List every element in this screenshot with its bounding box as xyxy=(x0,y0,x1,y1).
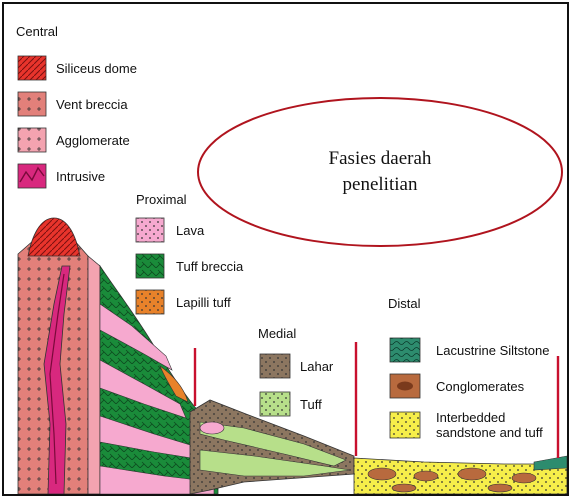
intrusive-swatch xyxy=(18,164,46,188)
legend-lapilli-tuff: Lapilli tuff xyxy=(136,290,231,314)
legend-vent-breccia: Vent breccia xyxy=(18,92,128,116)
tuff-breccia-label: Tuff breccia xyxy=(176,259,244,274)
annotation-line1: Fasies daerah xyxy=(329,148,432,169)
conglomerate-lens-4 xyxy=(512,473,536,483)
distal-siltstone-layer xyxy=(534,456,567,470)
research-area-annotation: Fasies daerah penelitian xyxy=(198,98,562,246)
conglomerate-lens-5 xyxy=(392,484,416,492)
conglomerates-label: Conglomerates xyxy=(436,379,525,394)
annotation-ellipse xyxy=(198,98,562,246)
agglomerate-wedge xyxy=(88,256,100,494)
proximal-heading: Proximal xyxy=(136,192,187,207)
legend-intrusive: Intrusive xyxy=(18,164,105,188)
legend-lacustrine-siltstone: Lacustrine Siltstone xyxy=(390,338,549,362)
legend-lahar: Lahar xyxy=(260,354,334,378)
intrusive-label: Intrusive xyxy=(56,169,105,184)
legend-tuff-breccia: Tuff breccia xyxy=(136,254,244,278)
lacustrine-siltstone-label: Lacustrine Siltstone xyxy=(436,343,549,358)
annotation-line2: penelitian xyxy=(343,174,418,195)
legend-interbedded: Interbedded sandstone and tuff xyxy=(390,410,543,440)
conglomerate-lens-6 xyxy=(488,484,512,492)
interbedded-label-line1: Interbedded xyxy=(436,410,505,425)
tuff-label: Tuff xyxy=(300,397,322,412)
conglomerate-lens-1 xyxy=(368,468,396,480)
legend-conglomerates: Conglomerates xyxy=(390,374,525,398)
siliceus-dome-label: Siliceus dome xyxy=(56,61,137,76)
vent-breccia-label: Vent breccia xyxy=(56,97,128,112)
diagram-frame: Central Proximal Medial Distal Siliceus … xyxy=(2,2,569,496)
central-heading: Central xyxy=(16,24,58,39)
medial-heading: Medial xyxy=(258,326,296,341)
lahar-label: Lahar xyxy=(300,359,334,374)
volcanic-facies-diagram: Central Proximal Medial Distal Siliceus … xyxy=(4,4,567,494)
conglomerate-lens-2 xyxy=(414,471,438,481)
legend-lava: Lava xyxy=(136,218,205,242)
interbedded-label-line2: sandstone and tuff xyxy=(436,425,543,440)
legend-siliceus-dome: Siliceus dome xyxy=(18,56,137,80)
distal-heading: Distal xyxy=(388,296,421,311)
legend-agglomerate: Agglomerate xyxy=(18,128,130,152)
lapilli-tuff-label: Lapilli tuff xyxy=(176,295,231,310)
conglomerate-lens-3 xyxy=(458,468,486,480)
legend-tuff: Tuff xyxy=(260,392,322,416)
agglomerate-label: Agglomerate xyxy=(56,133,130,148)
lava-label: Lava xyxy=(176,223,205,238)
